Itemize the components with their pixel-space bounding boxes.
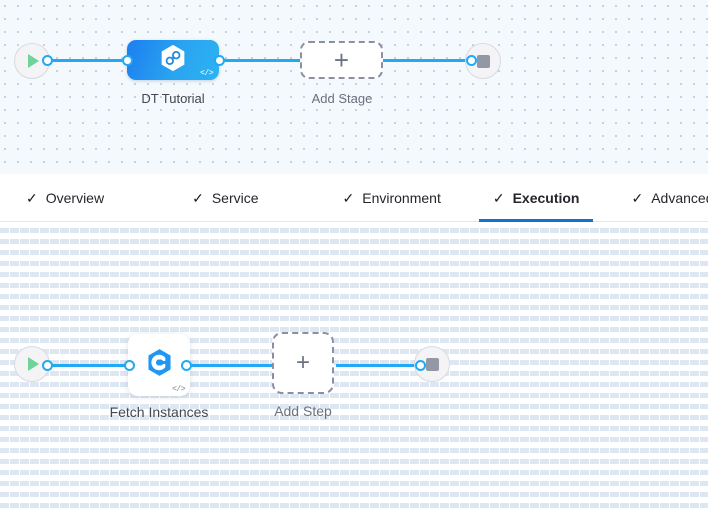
check-icon: ✓ — [631, 189, 644, 206]
execution-start-output-port[interactable] — [42, 360, 53, 371]
tab-execution[interactable]: ✓ Execution — [478, 174, 594, 222]
check-icon: ✓ — [26, 189, 38, 206]
play-icon — [28, 54, 39, 68]
connector-step-to-addstep — [186, 364, 274, 367]
tab-underline-active — [478, 219, 594, 222]
check-icon: ✓ — [192, 189, 204, 206]
stage-node-label: DT Tutorial — [141, 91, 205, 106]
add-stage-button[interactable]: + — [300, 41, 383, 79]
start-node-output-port[interactable] — [42, 55, 53, 66]
tab-advanced-label: Advanced — [651, 189, 708, 206]
add-stage-label: Add Stage — [311, 91, 373, 106]
step-node-output-port[interactable] — [181, 360, 192, 371]
add-step-label: Add Step — [274, 403, 332, 419]
end-node-input-port[interactable] — [466, 55, 477, 66]
connector-addstep-to-end — [336, 364, 422, 367]
step-node-input-port[interactable] — [124, 360, 135, 371]
tab-overview[interactable]: ✓ Overview — [20, 174, 110, 221]
harness-hexagon-icon — [158, 43, 188, 78]
tab-overview-label: Overview — [45, 189, 105, 206]
spot-elastigroup-icon — [144, 347, 175, 383]
play-icon — [28, 357, 39, 371]
check-icon: ✓ — [342, 189, 355, 206]
connector-addstage-to-end — [380, 59, 472, 62]
connector-start-to-step — [48, 364, 133, 367]
connector-stage-to-addstage — [219, 59, 304, 62]
execution-end-input-port[interactable] — [415, 360, 426, 371]
plus-icon: + — [333, 45, 350, 75]
connector-start-to-stage — [48, 59, 131, 62]
tab-advanced[interactable]: ✓ Advanced — [625, 174, 708, 221]
tab-environment-label: Environment — [362, 189, 441, 206]
stage-node-output-port[interactable] — [214, 55, 225, 66]
tab-service-label: Service — [211, 189, 259, 206]
code-tag-icon: </> — [172, 385, 185, 394]
tab-service[interactable]: ✓ Service — [186, 174, 264, 221]
stop-icon — [425, 357, 439, 371]
stop-icon — [476, 54, 490, 68]
tab-execution-label: Execution — [512, 189, 580, 206]
add-step-button[interactable]: + — [272, 332, 334, 394]
check-icon: ✓ — [492, 189, 505, 206]
plus-icon: + — [295, 349, 310, 376]
step-node-fetch-instances[interactable]: </> — [128, 334, 190, 396]
pipeline-stage-canvas[interactable]: </> DT Tutorial + Add Stage — [0, 0, 708, 174]
stage-node-input-port[interactable] — [122, 55, 133, 66]
execution-steps-canvas[interactable]: </> Fetch Instances + Add Step — [0, 222, 708, 511]
step-node-label: Fetch Instances — [109, 404, 209, 420]
code-tag-icon: </> — [200, 69, 213, 78]
stage-node-dt-tutorial[interactable]: </> — [127, 40, 219, 80]
stage-config-tab-strip[interactable]: ✓ Overview ✓ Service ✓ Environment ✓ Exe… — [0, 174, 708, 222]
tab-environment[interactable]: ✓ Environment — [337, 174, 447, 221]
